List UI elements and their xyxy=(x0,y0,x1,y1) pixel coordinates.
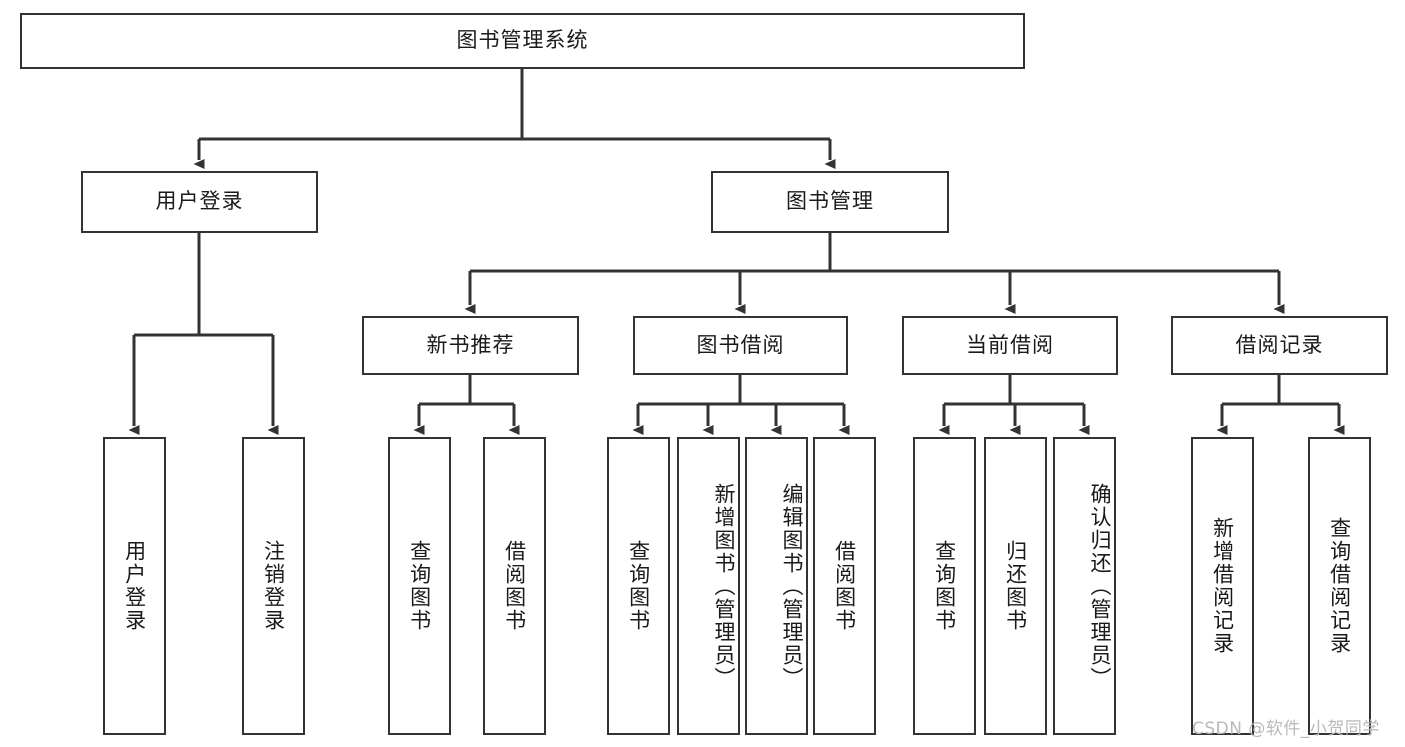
leaf-return-book-label: 归还图书 xyxy=(1003,540,1028,632)
node-new-book-recommend-label: 新书推荐 xyxy=(426,332,515,357)
node-new-book-recommend[interactable]: 新书推荐 xyxy=(362,316,579,375)
leaf-add-book-admin-label: 新增图书（管理员） xyxy=(712,482,736,690)
node-book-borrow-label: 图书借阅 xyxy=(696,332,785,357)
leaf-add-borrow-record-label: 新增借阅记录 xyxy=(1210,517,1235,655)
leaf-add-book-admin[interactable]: 新增图书（管理员） xyxy=(677,437,740,735)
leaf-logout[interactable]: 注销登录 xyxy=(242,437,305,735)
node-root[interactable]: 图书管理系统 xyxy=(20,13,1025,69)
leaf-edit-book-admin[interactable]: 编辑图书（管理员） xyxy=(745,437,808,735)
leaf-edit-book-admin-label: 编辑图书（管理员） xyxy=(780,482,804,690)
leaf-user-login-label: 用户登录 xyxy=(122,540,147,632)
leaf-borrow-book-recommend-label: 借阅图书 xyxy=(502,540,527,632)
leaf-confirm-return-admin-label: 确认归还（管理员） xyxy=(1088,482,1112,690)
csdn-watermark: CSDN @软件_小贺同学 xyxy=(1192,714,1380,739)
leaf-query-book-borrow-label: 查询图书 xyxy=(626,540,651,632)
leaf-query-borrow-record-label: 查询借阅记录 xyxy=(1327,517,1352,655)
leaf-borrow-book-recommend[interactable]: 借阅图书 xyxy=(483,437,546,735)
node-root-label: 图书管理系统 xyxy=(456,28,589,53)
leaf-query-book-current-label: 查询图书 xyxy=(932,540,957,632)
leaf-borrow-book-label: 借阅图书 xyxy=(832,540,857,632)
leaf-return-book[interactable]: 归还图书 xyxy=(984,437,1047,735)
csdn-watermark-text: CSDN @软件_小贺同学 xyxy=(1192,719,1380,739)
node-borrow-record[interactable]: 借阅记录 xyxy=(1171,316,1388,375)
node-book-management-label: 图书管理 xyxy=(786,189,874,214)
leaf-borrow-book[interactable]: 借阅图书 xyxy=(813,437,876,735)
node-borrow-record-label: 借阅记录 xyxy=(1235,332,1324,357)
node-book-borrow[interactable]: 图书借阅 xyxy=(633,316,848,375)
node-current-borrow-label: 当前借阅 xyxy=(966,332,1054,357)
leaf-confirm-return-admin[interactable]: 确认归还（管理员） xyxy=(1053,437,1116,735)
leaf-add-borrow-record[interactable]: 新增借阅记录 xyxy=(1191,437,1254,735)
node-user-login[interactable]: 用户登录 xyxy=(81,171,318,233)
node-current-borrow[interactable]: 当前借阅 xyxy=(902,316,1118,375)
leaf-query-borrow-record[interactable]: 查询借阅记录 xyxy=(1308,437,1371,735)
leaf-query-book-current[interactable]: 查询图书 xyxy=(913,437,976,735)
leaf-logout-label: 注销登录 xyxy=(261,540,286,632)
node-user-login-label: 用户登录 xyxy=(155,189,244,214)
leaf-query-book-borrow[interactable]: 查询图书 xyxy=(607,437,670,735)
leaf-query-book-recommend[interactable]: 查询图书 xyxy=(388,437,451,735)
node-book-management[interactable]: 图书管理 xyxy=(711,171,949,233)
leaf-query-book-recommend-label: 查询图书 xyxy=(407,540,432,632)
leaf-user-login[interactable]: 用户登录 xyxy=(103,437,166,735)
